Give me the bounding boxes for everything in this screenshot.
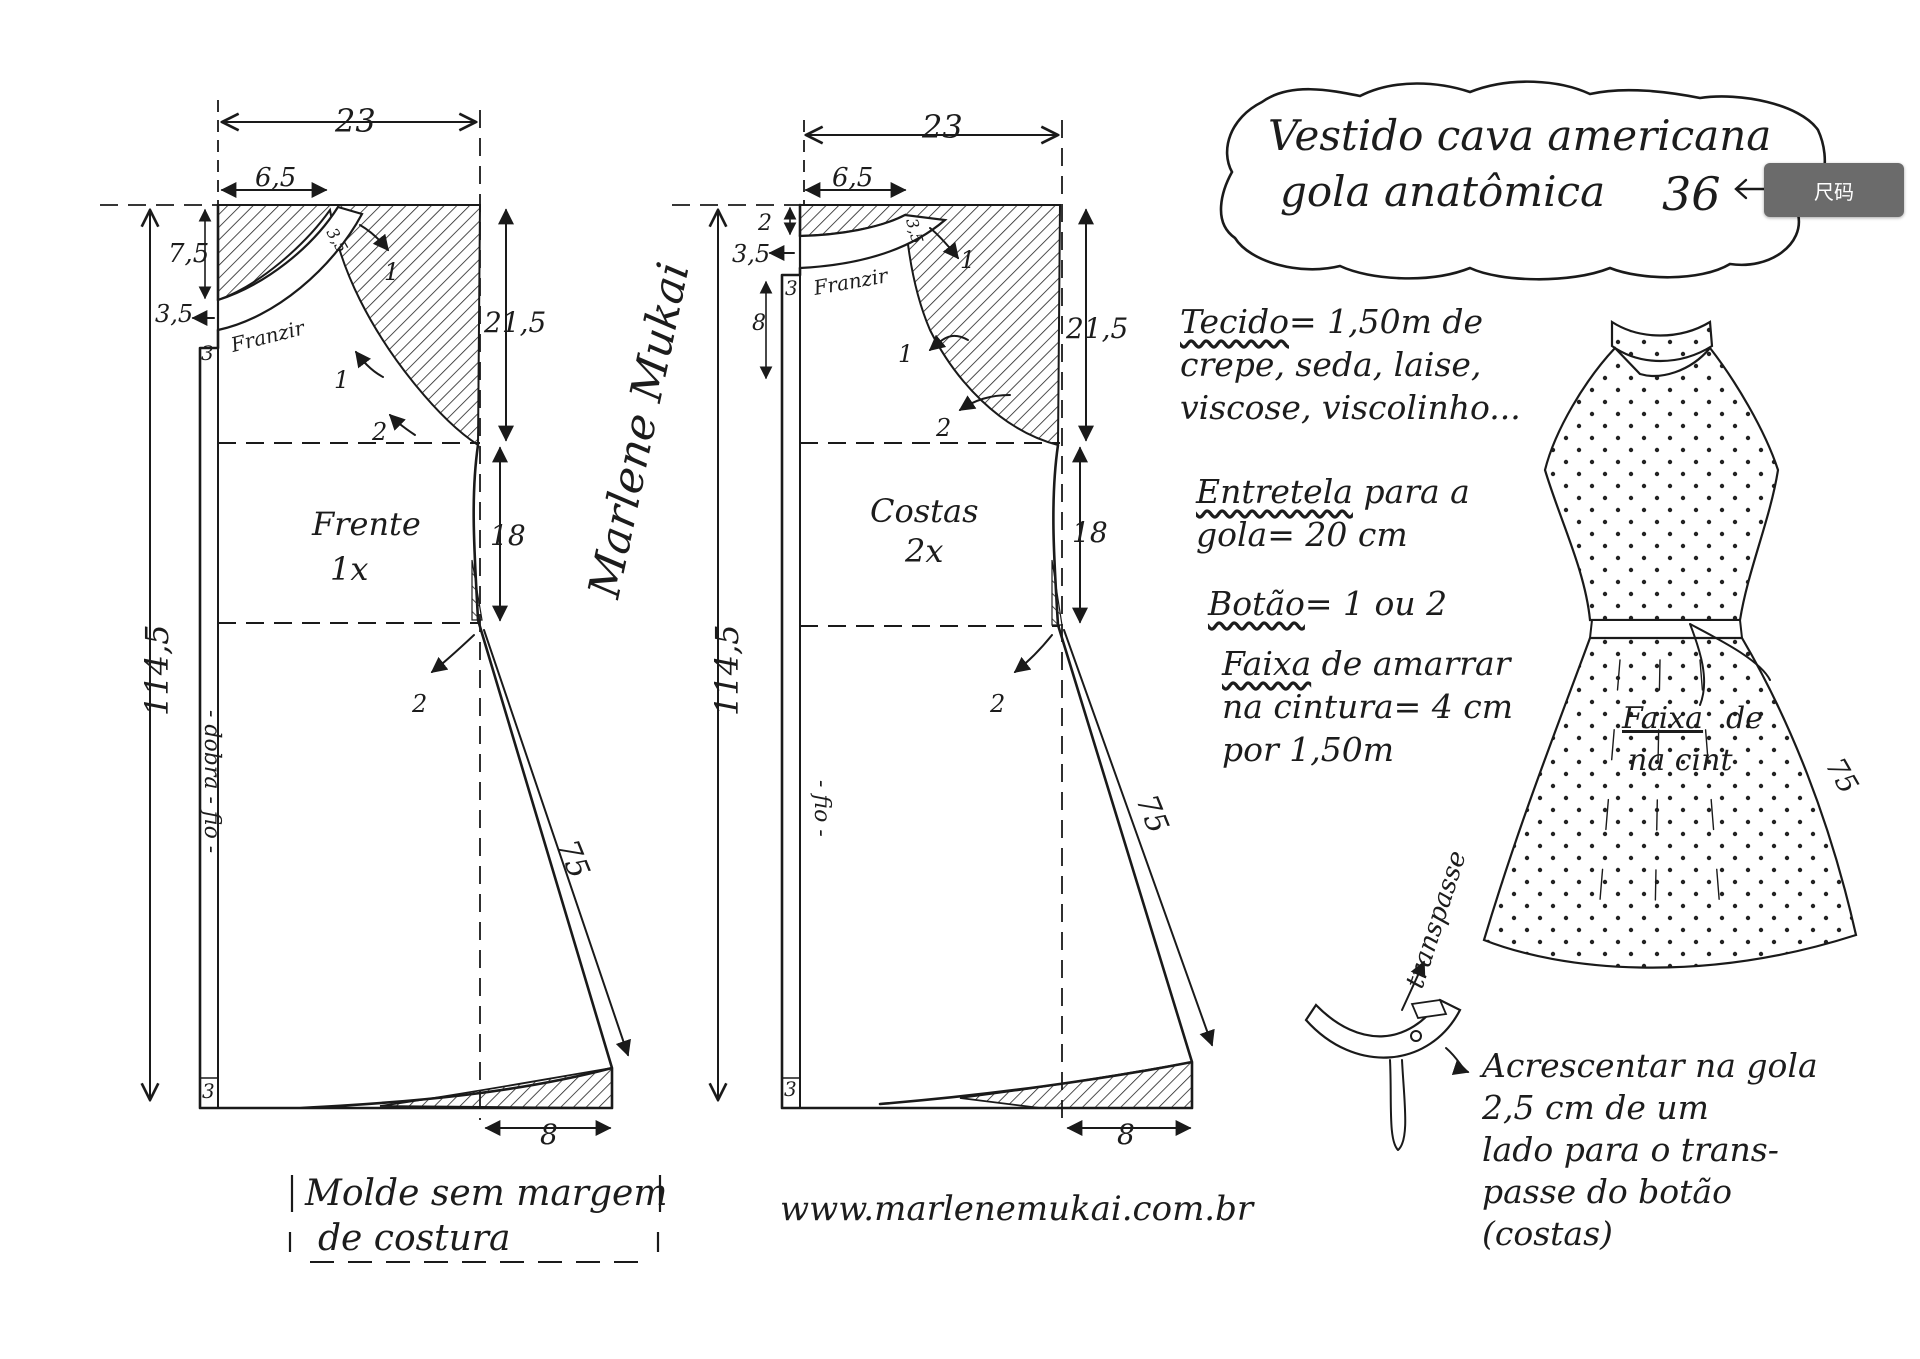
fabric-line3: viscose, viscolinho... — [1180, 388, 1521, 427]
fabric-line2: crepe, seda, laise, — [1180, 345, 1482, 384]
belt-line2: na cintura= 4 cm — [1222, 687, 1514, 726]
back-arrow-1b: 1 — [898, 340, 913, 368]
front-total-length: 114,5 — [138, 624, 176, 716]
front-shoulder-hatch — [217, 204, 482, 447]
interfacing-note: Entretela para a gola= 20 cm — [1196, 470, 1470, 556]
footer-warning: Molde sem margem de costura — [288, 1173, 668, 1263]
back-width-top: 23 — [921, 108, 963, 146]
warning-line2: de costura — [318, 1218, 510, 1259]
front-count-label: 1x — [330, 550, 368, 588]
warning-line1: Molde sem margem — [304, 1173, 668, 1214]
front-arrow-2a: 2 — [371, 418, 387, 446]
front-width-top: 23 — [334, 102, 376, 140]
size-arrow-icon — [1734, 178, 1768, 200]
collar-note-line1: Acrescentar na gola — [1482, 1046, 1818, 1085]
sketch-belt-label-key: Faixa — [1621, 701, 1703, 736]
front-arrow-2b: 2 — [411, 690, 427, 718]
back-arrow-1a: 1 — [960, 246, 975, 274]
back-arrow-2b: 2 — [989, 690, 1005, 718]
collar-note-line4: passe do botão — [1482, 1172, 1732, 1211]
website-url: www.marlenemukai.com.br — [780, 1189, 1255, 1229]
back-pattern — [672, 120, 1215, 1136]
front-corner-mark: 3 — [201, 341, 214, 365]
collar-note-line3: lado para o trans- — [1482, 1130, 1779, 1169]
size-chart-button[interactable]: 尺码 — [1764, 163, 1904, 217]
collar-note-line5: (costas) — [1482, 1214, 1613, 1253]
back-count-label: 2x — [904, 532, 943, 570]
front-bottom-corner: 3 — [202, 1079, 215, 1103]
back-hem-hatch — [959, 1060, 1193, 1109]
sketch-belt-label-rest: de — [1726, 701, 1763, 736]
front-neck-width: 6,5 — [255, 163, 296, 193]
front-arrow-1a: 1 — [384, 258, 399, 286]
front-neck-drop: 7,5 — [168, 239, 209, 269]
front-armhole-depth: 21,5 — [483, 306, 546, 339]
front-grain-label: - dobra - fio - — [199, 710, 224, 853]
interfacing-key: Entretela — [1196, 472, 1353, 511]
sketch-side-length: 75 — [1819, 752, 1865, 799]
back-hem-extension: 8 — [1117, 1118, 1135, 1151]
back-gather-label: Franzir — [811, 263, 891, 300]
belt-key: Faixa — [1222, 644, 1312, 683]
front-name-label: Frente — [311, 505, 421, 543]
front-collar-side: 3,5 — [155, 300, 193, 328]
back-grain-label: - fio - — [809, 780, 834, 837]
title-size: 36 — [1662, 167, 1721, 221]
back-arrow-2a: 2 — [935, 414, 951, 442]
designer-signature: Marlene Mukai — [579, 258, 700, 603]
collar-detail: transpasse — [1304, 847, 1473, 1151]
back-waist-depth: 18 — [1072, 516, 1108, 549]
collar-note-line2: 2,5 cm de um — [1482, 1088, 1709, 1127]
title-line1: Vestido cava americana — [1268, 111, 1771, 160]
back-corner-mark: 3 — [785, 276, 798, 300]
interfacing-line2: gola= 20 cm — [1196, 515, 1408, 554]
interfacing-text: para a — [1363, 472, 1470, 511]
title-cloud: Vestido cava americana gola anatômica 36 — [1219, 80, 1827, 281]
fabric-note: Tecido= 1,50m de crepe, seda, laise, vis… — [1180, 300, 1521, 429]
belt-note: Faixa de amarrar na cintura= 4 cm por 1,… — [1222, 642, 1513, 771]
front-pattern — [100, 100, 631, 1136]
sketch-belt-label-line2: na cint — [1628, 743, 1733, 778]
title-line2: gola anatômica — [1280, 167, 1605, 216]
back-neck-width: 6,5 — [832, 163, 873, 193]
dress-sketch: 75 Faixa de na cint — [1482, 319, 1865, 969]
front-hem-extension: 8 — [540, 1118, 558, 1151]
back-armhole-depth: 21,5 — [1065, 312, 1128, 345]
front-hem-hatch — [379, 1066, 613, 1109]
belt-text: de amarrar — [1321, 644, 1511, 683]
collar-overlap-note: Acrescentar na gola 2,5 cm de um lado pa… — [1482, 1045, 1818, 1255]
fabric-key: Tecido — [1180, 302, 1290, 341]
front-collar-band — [216, 205, 364, 332]
back-total-length: 114,5 — [708, 624, 746, 716]
front-waist-depth: 18 — [490, 519, 526, 552]
belt-line3: por 1,50m — [1222, 730, 1395, 769]
button-key: Botão — [1208, 584, 1305, 623]
fabric-text: = 1,50m de — [1289, 302, 1484, 341]
back-collar-side: 3,5 — [732, 240, 770, 268]
button-note: Botão= 1 ou 2 — [1208, 582, 1447, 625]
back-name-label: Costas — [870, 492, 979, 530]
overlap-label: transpasse — [1400, 847, 1473, 992]
back-neck-drop: 2 — [757, 211, 772, 236]
button-text: = 1 ou 2 — [1304, 584, 1448, 623]
back-ext-mark: 8 — [752, 311, 766, 336]
back-collar-band — [798, 213, 948, 270]
front-arrow-1b: 1 — [334, 366, 349, 394]
back-bottom-corner: 3 — [784, 1077, 797, 1101]
